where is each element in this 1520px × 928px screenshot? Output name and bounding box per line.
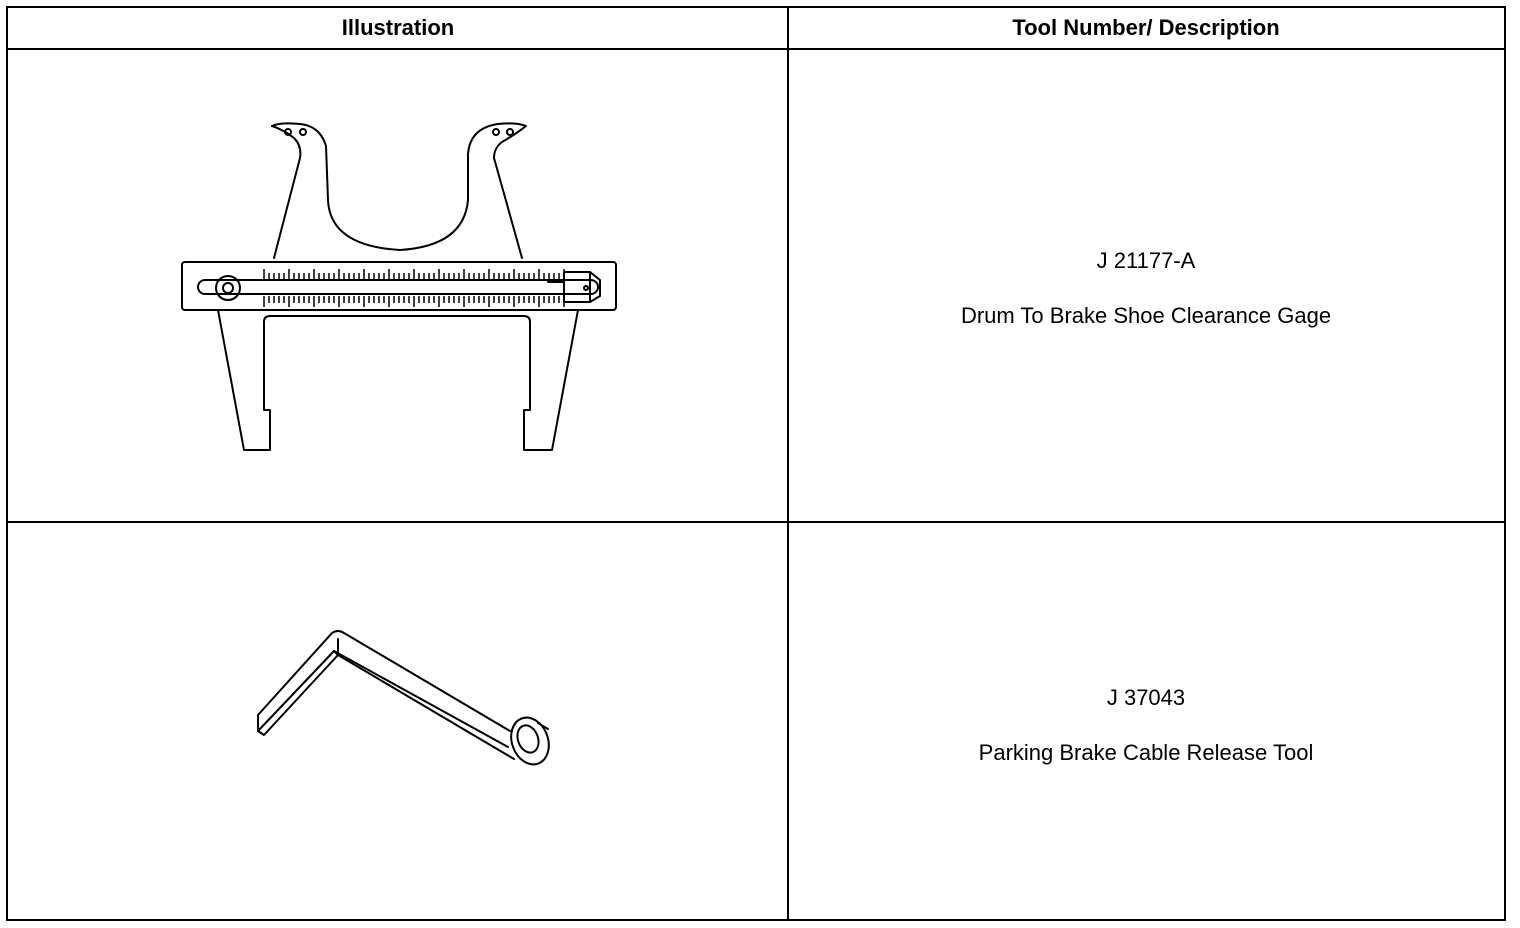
parking-brake-cable-release-tool-icon <box>257 630 550 766</box>
tool-description: Drum To Brake Shoe Clearance Gage <box>960 303 1332 328</box>
tool-description: Parking Brake Cable Release Tool <box>978 740 1314 765</box>
brake-shoe-clearance-gage-icon <box>181 122 617 451</box>
tool-table: Illustration Tool Number/ Description <box>6 6 1506 921</box>
column-divider <box>787 8 789 919</box>
row-divider <box>8 521 1504 523</box>
table-header-row: Illustration Tool Number/ Description <box>8 8 1504 50</box>
table-row-2-description: J 37043 Parking Brake Cable Release Tool <box>788 523 1504 919</box>
tool-number: J 37043 <box>1106 685 1186 710</box>
header-illustration: Illustration <box>341 15 455 40</box>
table-row-1-description: J 21177-A Drum To Brake Shoe Clearance G… <box>788 50 1504 521</box>
header-tool-number-description: Tool Number/ Description <box>1012 15 1280 40</box>
table-row-1-illustration <box>8 50 788 521</box>
scale-ticks <box>263 269 565 307</box>
tool-number: J 21177-A <box>1096 248 1196 273</box>
table-row-2-illustration <box>8 523 788 919</box>
